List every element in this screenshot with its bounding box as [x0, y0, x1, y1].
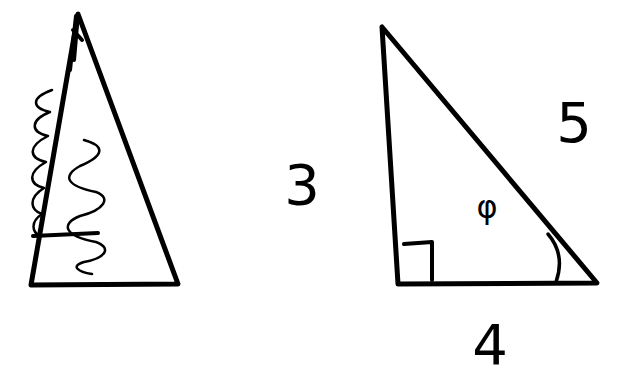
- side-length: 3: [284, 157, 320, 213]
- apex-scribble: [70, 14, 82, 70]
- inner-line: [33, 233, 98, 236]
- angle-symbol: φ: [476, 191, 497, 223]
- middle-squiggle: [68, 140, 105, 274]
- right-angle-mark: [404, 242, 432, 280]
- scribbled-triangle: [31, 14, 178, 285]
- side-length: 5: [556, 95, 592, 151]
- right-triangle: [382, 27, 597, 284]
- left-squiggle: [32, 90, 52, 236]
- side-length: 4: [472, 317, 508, 373]
- angle-arc: [548, 234, 559, 282]
